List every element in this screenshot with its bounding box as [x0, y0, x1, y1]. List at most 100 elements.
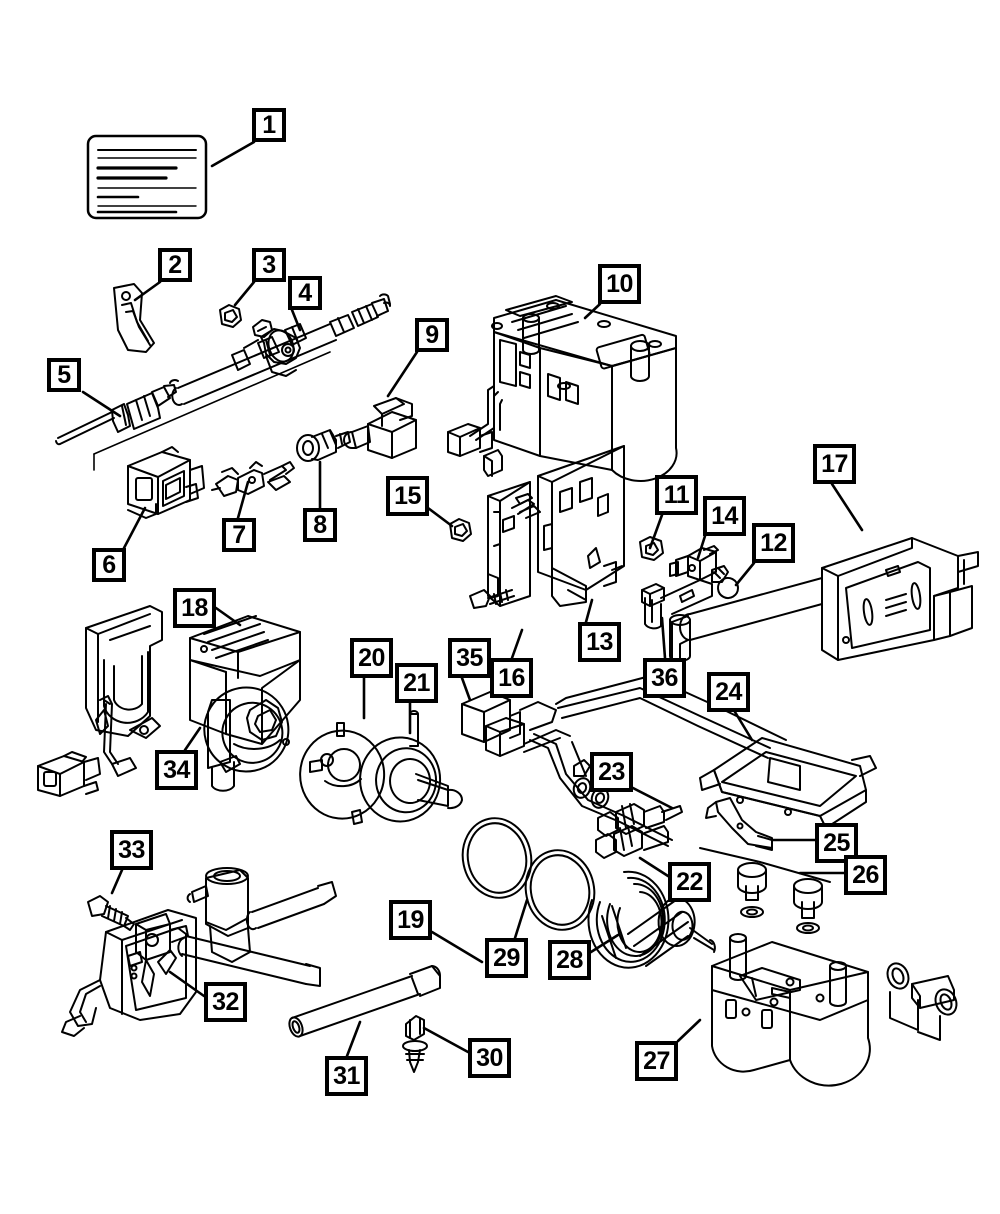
callout-label: 31 [333, 1061, 360, 1090]
callout-2[interactable]: 2 [158, 248, 192, 282]
leader-line-16 [510, 628, 524, 660]
part-grommet-set [886, 962, 958, 1041]
callout-35[interactable]: 35 [448, 638, 491, 678]
leader-line-6 [122, 506, 147, 550]
callout-24[interactable]: 24 [707, 672, 750, 712]
callout-31[interactable]: 31 [325, 1056, 368, 1096]
callout-7[interactable]: 7 [222, 518, 256, 552]
callout-15[interactable]: 15 [386, 476, 429, 516]
callout-19[interactable]: 19 [389, 900, 432, 940]
callout-5[interactable]: 5 [47, 358, 81, 392]
callout-label: 7 [232, 520, 246, 549]
callout-30[interactable]: 30 [468, 1038, 511, 1078]
callout-label: 4 [298, 278, 312, 307]
part-fuel-injector [296, 429, 351, 462]
part-hose-clamp [641, 579, 713, 630]
leader-line-36 [660, 616, 667, 660]
callout-label: 14 [711, 501, 738, 530]
leader-line-2 [133, 280, 162, 302]
callout-label: 22 [676, 867, 703, 896]
callout-label: 30 [476, 1043, 503, 1072]
callout-label: 16 [498, 663, 525, 692]
callout-21[interactable]: 21 [395, 663, 438, 703]
callout-label: 8 [313, 510, 327, 539]
leader-line-15 [426, 506, 454, 528]
callout-33[interactable]: 33 [110, 830, 153, 870]
part-mounting-plate [699, 737, 877, 829]
callout-label: 20 [358, 643, 385, 672]
callout-22[interactable]: 22 [668, 862, 711, 902]
leader-line-28 [589, 933, 620, 954]
part-hex-nut-3 [219, 304, 242, 328]
callout-11[interactable]: 11 [655, 475, 698, 515]
leader-line-19 [430, 930, 484, 964]
leader-line-33 [110, 868, 124, 895]
callout-label: 32 [212, 987, 239, 1016]
callout-label: 19 [397, 905, 424, 934]
callout-13[interactable]: 13 [578, 622, 621, 662]
part-filler-tube [61, 867, 321, 1037]
leader-line-4 [290, 308, 302, 332]
callout-label: 35 [456, 643, 483, 672]
leader-line-24 [733, 710, 754, 742]
part-quick-connects [595, 803, 683, 859]
callout-17[interactable]: 17 [813, 444, 856, 484]
callout-4[interactable]: 4 [288, 276, 322, 310]
callout-label: 29 [493, 943, 520, 972]
leader-line-7 [236, 480, 250, 520]
callout-label: 15 [394, 481, 421, 510]
part-support-strap [699, 797, 831, 883]
callout-8[interactable]: 8 [303, 508, 337, 542]
part-heat-shield [85, 605, 163, 739]
part-connector-block [127, 446, 205, 519]
part-bracket-bolt [469, 589, 515, 609]
leader-line-13 [584, 598, 594, 624]
callout-10[interactable]: 10 [598, 264, 641, 304]
callout-label: 36 [651, 663, 678, 692]
leader-line-29 [513, 898, 529, 940]
callout-label: 24 [715, 677, 742, 706]
callout-label: 12 [760, 528, 787, 557]
leader-line-34 [183, 726, 202, 752]
callout-label: 17 [821, 449, 848, 478]
callout-label: 27 [643, 1046, 670, 1075]
callout-label: 11 [663, 480, 690, 509]
callout-32[interactable]: 32 [204, 982, 247, 1022]
leader-line-27 [676, 1018, 702, 1043]
callout-9[interactable]: 9 [415, 318, 449, 352]
callout-29[interactable]: 29 [485, 938, 528, 978]
callout-label: 3 [262, 250, 276, 279]
leader-line-32 [168, 970, 206, 998]
callout-label: 28 [556, 945, 583, 974]
callout-1[interactable]: 1 [252, 108, 286, 142]
part-isolator-bolts [737, 862, 823, 934]
callout-36[interactable]: 36 [643, 658, 686, 698]
part-canister-bracket [487, 445, 625, 607]
callout-27[interactable]: 27 [635, 1041, 678, 1081]
part-push-pin [402, 1015, 428, 1073]
callout-34[interactable]: 34 [155, 750, 198, 790]
callout-label: 13 [586, 627, 613, 656]
callout-12[interactable]: 12 [752, 523, 795, 563]
callout-28[interactable]: 28 [548, 940, 591, 980]
callout-label: 23 [598, 757, 625, 786]
part-filler-shield [669, 537, 979, 663]
part-mount-screw [711, 565, 739, 599]
callout-14[interactable]: 14 [703, 496, 746, 536]
callout-18[interactable]: 18 [173, 588, 216, 628]
callout-6[interactable]: 6 [92, 548, 126, 582]
callout-16[interactable]: 16 [490, 658, 533, 698]
callout-3[interactable]: 3 [252, 248, 286, 282]
part-fuel-pump-module [587, 870, 716, 969]
callout-label: 33 [118, 835, 145, 864]
leader-line-17 [830, 482, 864, 532]
callout-20[interactable]: 20 [350, 638, 393, 678]
leader-line-12 [734, 561, 756, 587]
callout-26[interactable]: 26 [844, 855, 887, 895]
part-bracket-strap [37, 695, 137, 797]
callout-23[interactable]: 23 [590, 752, 633, 792]
part-vent-hose [288, 965, 441, 1038]
leader-line-14 [696, 534, 707, 560]
